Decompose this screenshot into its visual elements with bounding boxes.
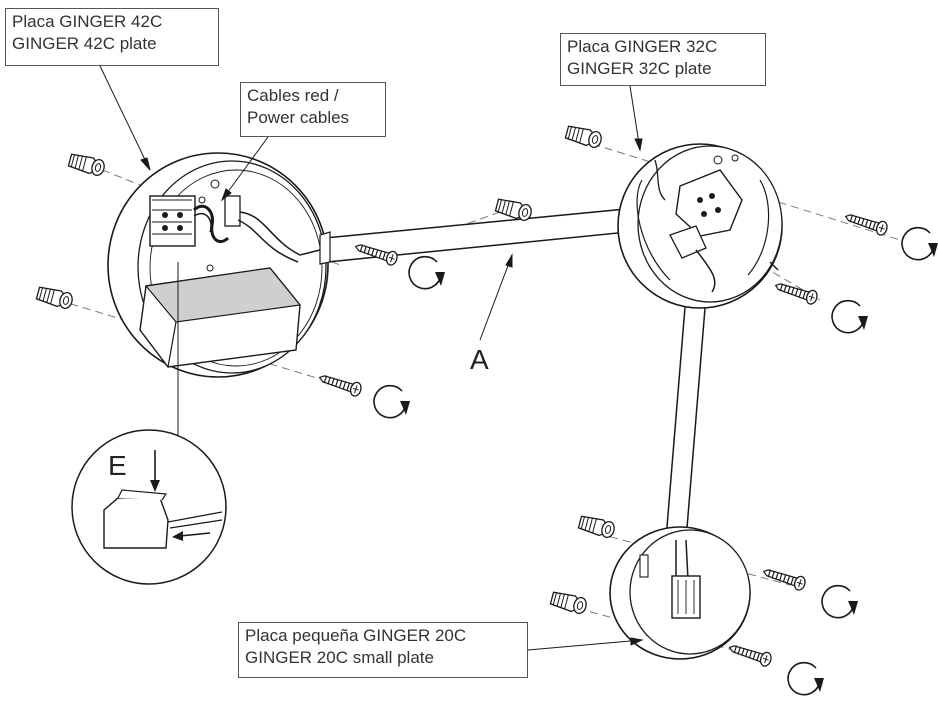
tube-letter-a: A xyxy=(470,344,489,375)
cables-label-en: Power cables xyxy=(247,108,350,127)
detail-letter-e: E xyxy=(108,450,127,481)
plate-20c-label-en: GINGER 20C small plate xyxy=(245,648,434,667)
plate-20c-label-es: Placa pequeña GINGER 20C xyxy=(245,626,467,645)
plate-42c-label-en: GINGER 42C plate xyxy=(12,34,157,53)
plate-32c-label: Placa GINGER 32C GINGER 32C plate xyxy=(560,33,766,86)
plate-42c-label-es: Placa GINGER 42C xyxy=(12,12,163,31)
connecting-tube-vertical xyxy=(665,294,707,541)
cables-label-es: Cables red / xyxy=(247,86,339,105)
plate-32c-label-es: Placa GINGER 32C xyxy=(567,37,718,56)
screws xyxy=(316,209,890,669)
detail-e-inset xyxy=(71,429,227,585)
plate-20c xyxy=(609,526,751,660)
plate-42c-label: Placa GINGER 42C GINGER 42C plate xyxy=(5,8,219,66)
plate-32c-label-en: GINGER 32C plate xyxy=(567,59,712,78)
plate-42c xyxy=(107,152,331,378)
cables-label: Cables red / Power cables xyxy=(240,82,386,137)
plate-32c xyxy=(617,143,783,309)
leader-lines xyxy=(99,65,644,651)
plate-20c-label: Placa pequeña GINGER 20C GINGER 20C smal… xyxy=(238,622,528,678)
